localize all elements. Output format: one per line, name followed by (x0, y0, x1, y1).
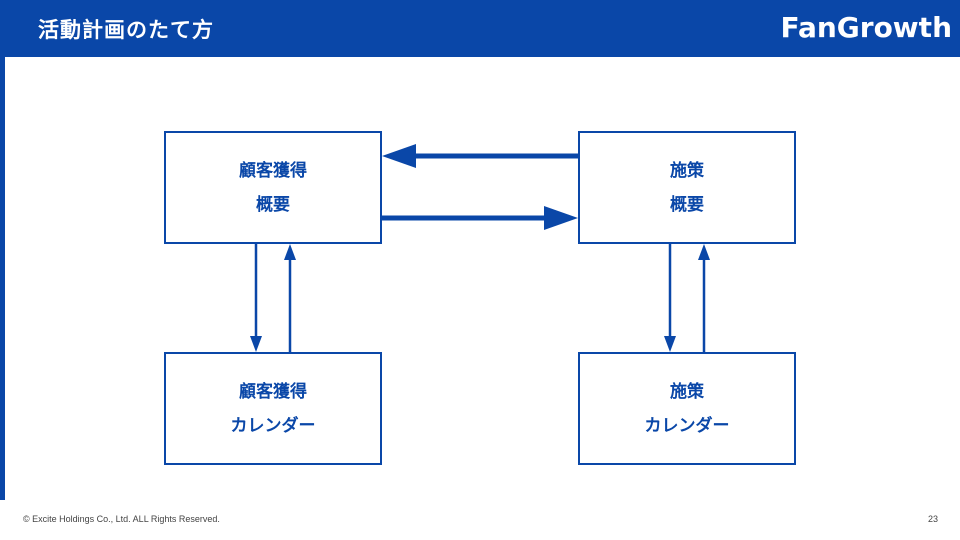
acquisition-overview-box: 顧客獲得 概要 (164, 131, 382, 244)
page-title: 活動計画のたて方 (38, 18, 214, 42)
arrow-acquisition-calendar-to-overview (284, 244, 296, 352)
box-label-line2: 概要 (670, 194, 704, 215)
fangrowth-logo: FanGrowth (780, 11, 952, 44)
box-label-line2: カレンダー (230, 415, 316, 436)
box-label-line1: 顧客獲得 (239, 160, 307, 181)
arrow-acquisition-to-measure (382, 206, 578, 230)
measure-calendar-box: 施策 カレンダー (578, 352, 796, 465)
arrow-measure-overview-to-calendar (664, 244, 676, 352)
box-label-line2: カレンダー (644, 415, 730, 436)
arrow-measure-to-acquisition (382, 144, 578, 168)
copyright-footer: © Excite Holdings Co., Ltd. ALL Rights R… (23, 514, 220, 524)
arrow-measure-calendar-to-overview (698, 244, 710, 352)
left-accent-bar (0, 57, 5, 500)
header-bar: 活動計画のたて方 FanGrowth (0, 0, 960, 57)
box-label-line2: 概要 (256, 194, 290, 215)
measure-overview-box: 施策 概要 (578, 131, 796, 244)
box-label-line1: 施策 (670, 381, 704, 402)
page-number: 23 (927, 514, 938, 524)
box-label-line1: 施策 (670, 160, 704, 181)
acquisition-calendar-box: 顧客獲得 カレンダー (164, 352, 382, 465)
arrow-acquisition-overview-to-calendar (250, 244, 262, 352)
box-label-line1: 顧客獲得 (239, 381, 307, 402)
